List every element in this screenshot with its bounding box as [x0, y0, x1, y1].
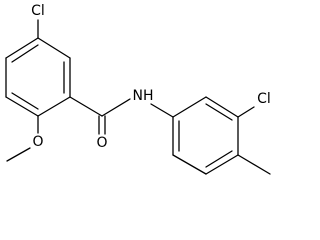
chemical-structure: Cl O O NH Cl	[5, 3, 271, 175]
bond-n-b1	[150, 103, 174, 118]
bond-b2-b3-inner	[205, 103, 233, 121]
atom-cl-ring-a: Cl	[31, 3, 45, 19]
bond-a6-a1	[5, 37, 39, 59]
bond-a6-a1-inner	[11, 44, 39, 63]
bond-b5-b6	[172, 154, 207, 175]
atom-nh: NH	[133, 88, 154, 104]
atom-cl-ring-b: Cl	[257, 91, 271, 107]
bond-b3-cl	[237, 106, 255, 118]
bond-a4-a5-inner	[11, 92, 39, 110]
bond-a4-a5	[5, 96, 39, 117]
bond-b4-b5	[205, 154, 239, 175]
atom-o-methoxy: O	[32, 134, 43, 150]
ring-a	[5, 37, 71, 117]
atom-o-amide: O	[96, 135, 107, 151]
bond-b2-b3	[205, 96, 239, 118]
bond-a1-a2	[37, 37, 71, 59]
ring-b	[172, 96, 239, 175]
bond-b1-b2	[172, 96, 207, 118]
bond-a3-a4	[37, 96, 71, 117]
bond-carbonyl-n	[101, 98, 131, 117]
bond-o-methyl	[6, 147, 31, 162]
bond-b4-methyl	[237, 154, 271, 175]
bond-b4-b5-inner	[205, 150, 233, 168]
bond-a3-carbonyl	[69, 96, 103, 117]
